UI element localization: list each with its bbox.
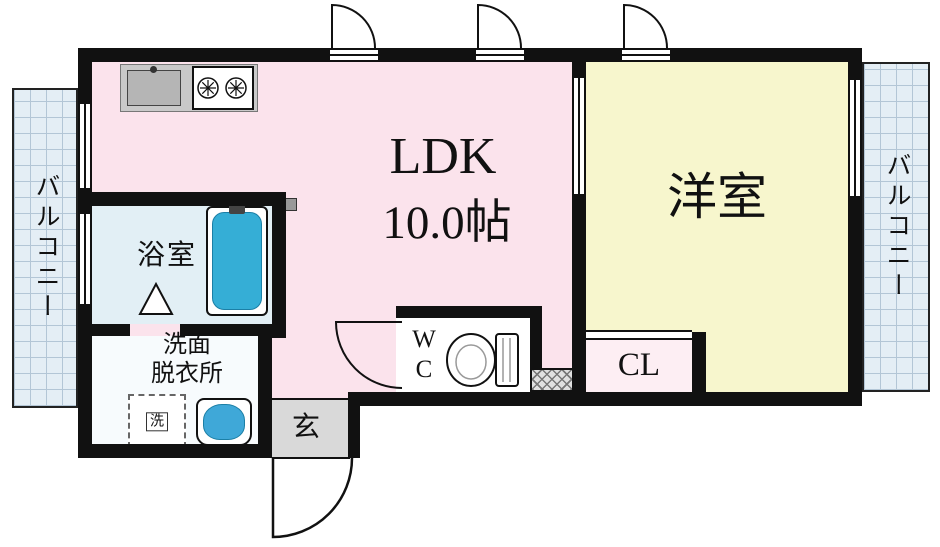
closet-sliding-doors xyxy=(586,330,692,340)
washing-machine-space xyxy=(128,394,186,448)
western-room-floor xyxy=(586,62,848,332)
wash-basin-bowl xyxy=(203,404,245,440)
window xyxy=(78,214,92,304)
closet-floor xyxy=(586,340,692,392)
wall-segment xyxy=(348,392,360,458)
wall-segment xyxy=(524,48,622,62)
wall-segment xyxy=(378,48,476,62)
balcony-right xyxy=(862,62,930,392)
wall-segment xyxy=(348,392,862,406)
wall-segment xyxy=(92,324,130,336)
wall-segment xyxy=(78,444,272,458)
wall-segment xyxy=(272,192,286,338)
wall-segment xyxy=(258,336,272,458)
window xyxy=(78,104,92,188)
wall-segment xyxy=(78,304,92,458)
wall-segment xyxy=(848,196,862,398)
closet-label: CL xyxy=(617,347,661,384)
entrance-label: 玄 xyxy=(291,412,321,444)
washer-label: 洗 xyxy=(146,412,168,432)
wall-segment xyxy=(670,48,862,62)
wall-segment xyxy=(180,324,286,336)
sliding-door xyxy=(572,78,586,194)
bathroom-label: 浴室 xyxy=(136,240,198,272)
window xyxy=(622,48,670,62)
wall-segment xyxy=(572,194,586,406)
balcony-right-label: バルコニー xyxy=(883,152,910,302)
wc-label: W C xyxy=(412,326,436,383)
wall-segment xyxy=(572,62,586,78)
balcony-left xyxy=(12,88,78,408)
kitchen-sink xyxy=(127,70,181,106)
entrance-floor xyxy=(272,398,348,458)
wall-segment xyxy=(78,188,92,214)
wall-segment xyxy=(848,48,862,80)
ldk-size-label: 10.0帖 xyxy=(382,196,512,249)
ldk-label: LDK xyxy=(389,127,497,185)
wall-segment xyxy=(92,192,286,206)
bathtub xyxy=(206,206,268,316)
wall-segment xyxy=(78,48,92,104)
bathtub-inner xyxy=(212,212,262,310)
wall-segment xyxy=(396,306,532,318)
window xyxy=(330,48,378,62)
stove xyxy=(192,66,254,110)
pipe-shaft xyxy=(530,368,574,392)
entrance-door-swing xyxy=(271,457,354,539)
window xyxy=(476,48,524,62)
wall-segment xyxy=(692,332,706,406)
wall-segment xyxy=(78,48,330,62)
washroom-label: 洗面 脱衣所 xyxy=(151,332,223,387)
western-room-floor-lower xyxy=(706,332,848,392)
window xyxy=(848,80,862,196)
balcony-left-label: バルコニー xyxy=(32,173,59,323)
western-room-label: 洋室 xyxy=(667,169,767,225)
wash-basin xyxy=(196,398,252,446)
wall-segment xyxy=(530,306,542,368)
window-swing-arc xyxy=(331,3,668,49)
faucet-icon xyxy=(150,66,157,73)
